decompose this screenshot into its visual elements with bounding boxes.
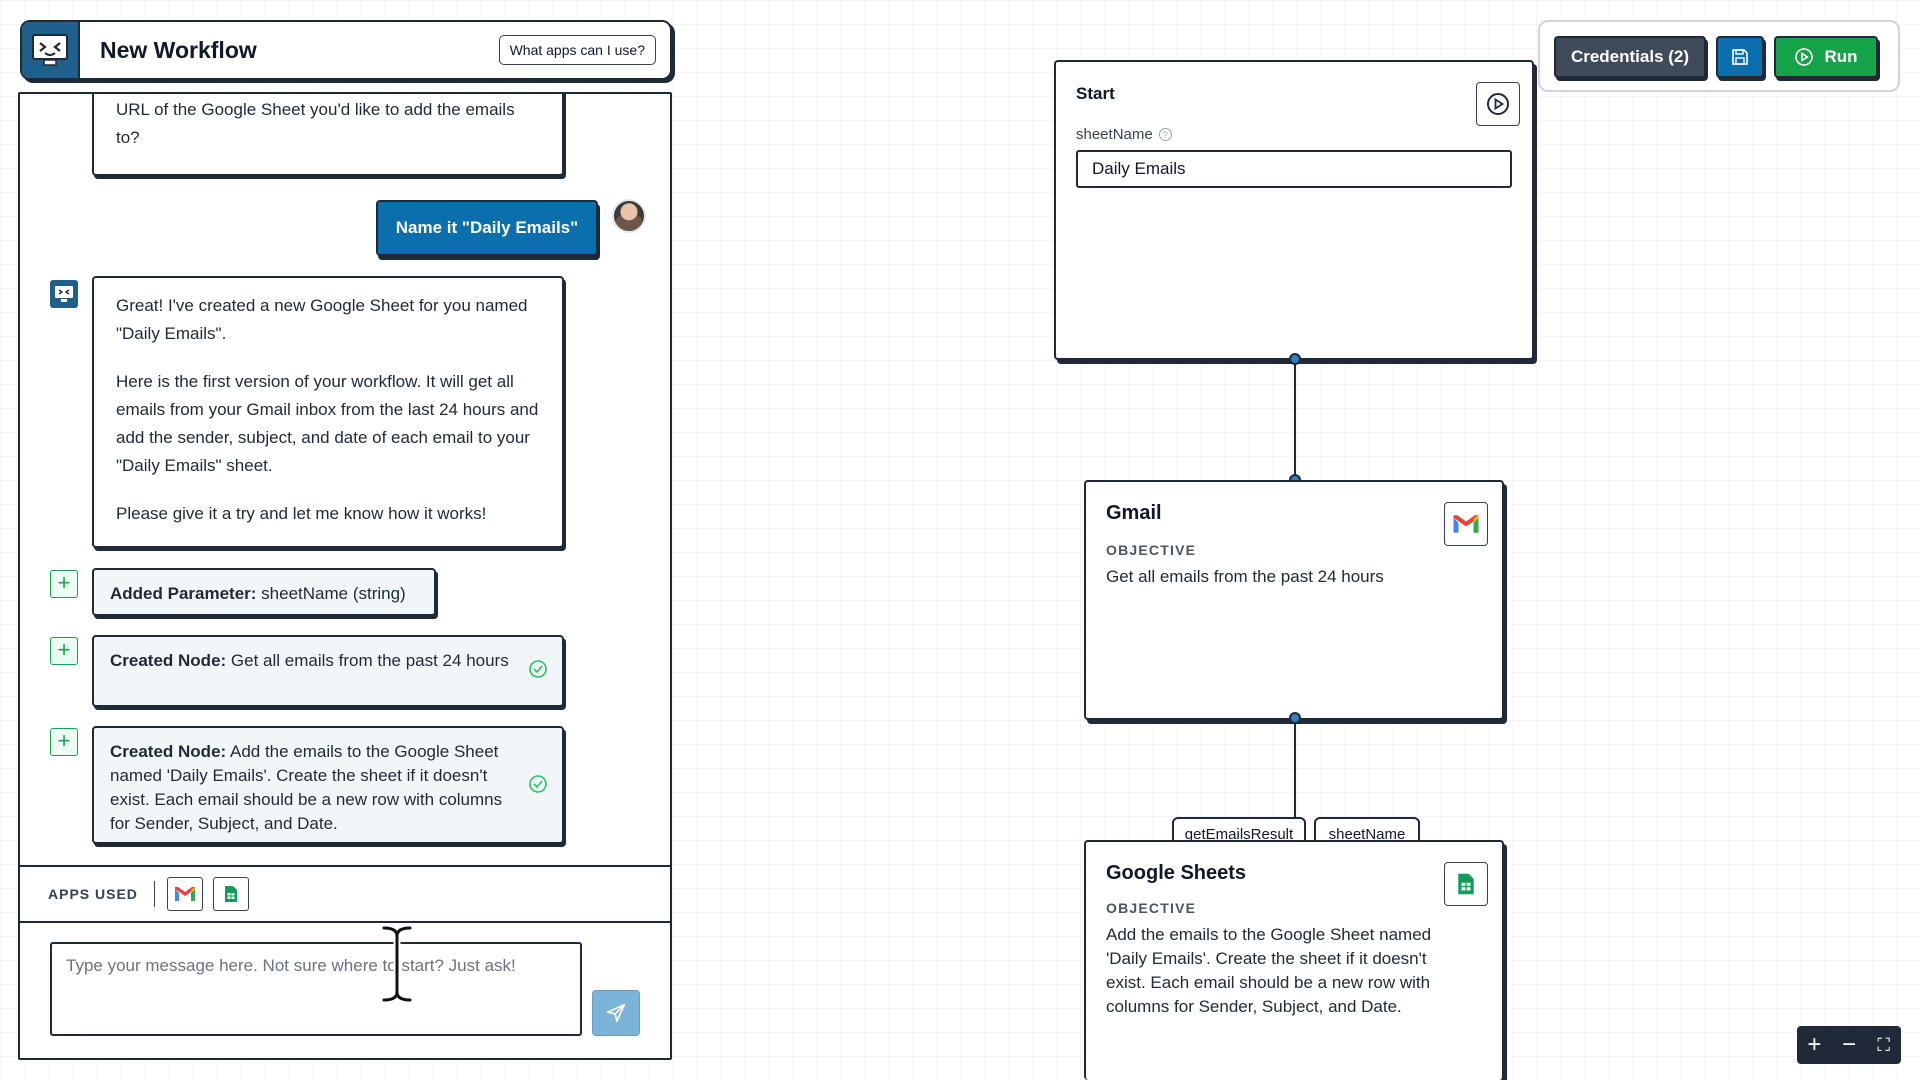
node-title: Gmail [1106,502,1162,524]
google-sheets-icon [1444,862,1488,906]
edge-start-gmail [1294,358,1296,480]
action-label: Created Node: [110,742,227,761]
bot-reply-paragraph-1: Great! I've created a new Google Sheet f… [116,296,528,343]
app-logo-icon [22,22,80,78]
output-port[interactable] [1289,353,1301,365]
action-added-parameter: Added Parameter: sheetName (string) [92,568,436,616]
play-circle-icon[interactable] [1476,82,1520,126]
text-cursor-icon [380,924,414,1009]
zoom-out-button[interactable]: − [1841,1031,1856,1058]
start-node[interactable]: Start sheetName ? [1054,60,1534,360]
objective-label: OBJECTIVE [1106,542,1197,558]
output-port[interactable] [1289,712,1301,724]
action-label: Created Node: [110,651,227,670]
bot-message-reply: Great! I've created a new Google Sheet f… [92,276,564,548]
check-circle-icon [528,659,548,686]
action-text: Add the emails to the Google Sheet named… [110,742,503,833]
fit-view-button[interactable]: ⛶ [1877,1035,1890,1055]
apps-used-bar: APPS USED [20,865,670,923]
edge-gmail-sheets [1294,718,1296,836]
workflow-title: New Workflow [100,36,257,63]
objective-text: Add the emails to the Google Sheet named… [1106,925,1432,1016]
node-title: Start [1076,84,1115,103]
action-label: Added Parameter: [110,584,257,603]
run-button[interactable]: Run [1774,36,1878,78]
workflow-toolbar: Credentials (2) Run [1538,20,1900,92]
zoom-controls: + − ⛶ [1797,1026,1901,1064]
objective-label: OBJECTIVE [1106,900,1197,916]
help-icon: ? [1158,128,1172,141]
bot-reply-paragraph-2: Here is the first version of your workfl… [116,372,539,475]
action-text: Get all emails from the past 24 hours [230,651,509,670]
play-circle-icon [1795,48,1814,66]
send-button[interactable] [592,990,640,1036]
action-text: sheetName (string) [261,584,406,603]
add-icon[interactable]: + [50,728,78,756]
google-sheets-node[interactable]: Google Sheets OBJECTIVE Add the emails t… [1084,840,1504,1080]
check-circle-icon [528,774,548,801]
bot-reply-paragraph-3: Please give it a try and let me know how… [116,504,487,523]
what-apps-button[interactable]: What apps can I use? [498,35,656,65]
gmail-icon [1444,502,1488,546]
user-avatar [612,199,646,233]
gmail-icon[interactable] [167,877,204,911]
chat-panel: URL of the Google Sheet you'd like to ad… [18,92,672,1060]
message-input[interactable] [50,942,582,1036]
bot-message-question: URL of the Google Sheet you'd like to ad… [92,94,564,176]
action-created-node: Created Node: Add the emails to the Goog… [92,726,564,844]
bot-avatar-icon [50,280,78,308]
zoom-in-button[interactable]: + [1807,1031,1822,1058]
param-label: sheetName ? [1076,126,1172,143]
sheetname-input[interactable] [1076,150,1512,188]
credentials-button[interactable]: Credentials (2) [1554,36,1706,78]
node-title: Google Sheets [1106,862,1247,884]
gmail-node[interactable]: Gmail OBJECTIVE Get all emails from the … [1084,480,1504,720]
bot-message-text: URL of the Google Sheet you'd like to ad… [116,100,515,147]
divider [153,881,156,907]
save-icon [1732,49,1748,65]
credentials-label: Credentials (2) [1570,47,1690,66]
user-message: Name it "Daily Emails" [376,200,598,256]
param-name: sheetName [1076,126,1153,143]
add-icon[interactable]: + [50,637,78,665]
send-icon [606,1003,626,1023]
google-sheets-icon[interactable] [213,877,250,911]
action-created-node: Created Node: Get all emails from the pa… [92,635,564,707]
add-icon[interactable]: + [50,570,78,598]
objective-text: Get all emails from the past 24 hours [1106,567,1384,586]
workflow-header: New Workflow What apps can I use? [20,20,672,80]
save-button[interactable] [1716,36,1764,78]
run-label: Run [1824,47,1858,66]
apps-used-label: APPS USED [48,886,138,902]
